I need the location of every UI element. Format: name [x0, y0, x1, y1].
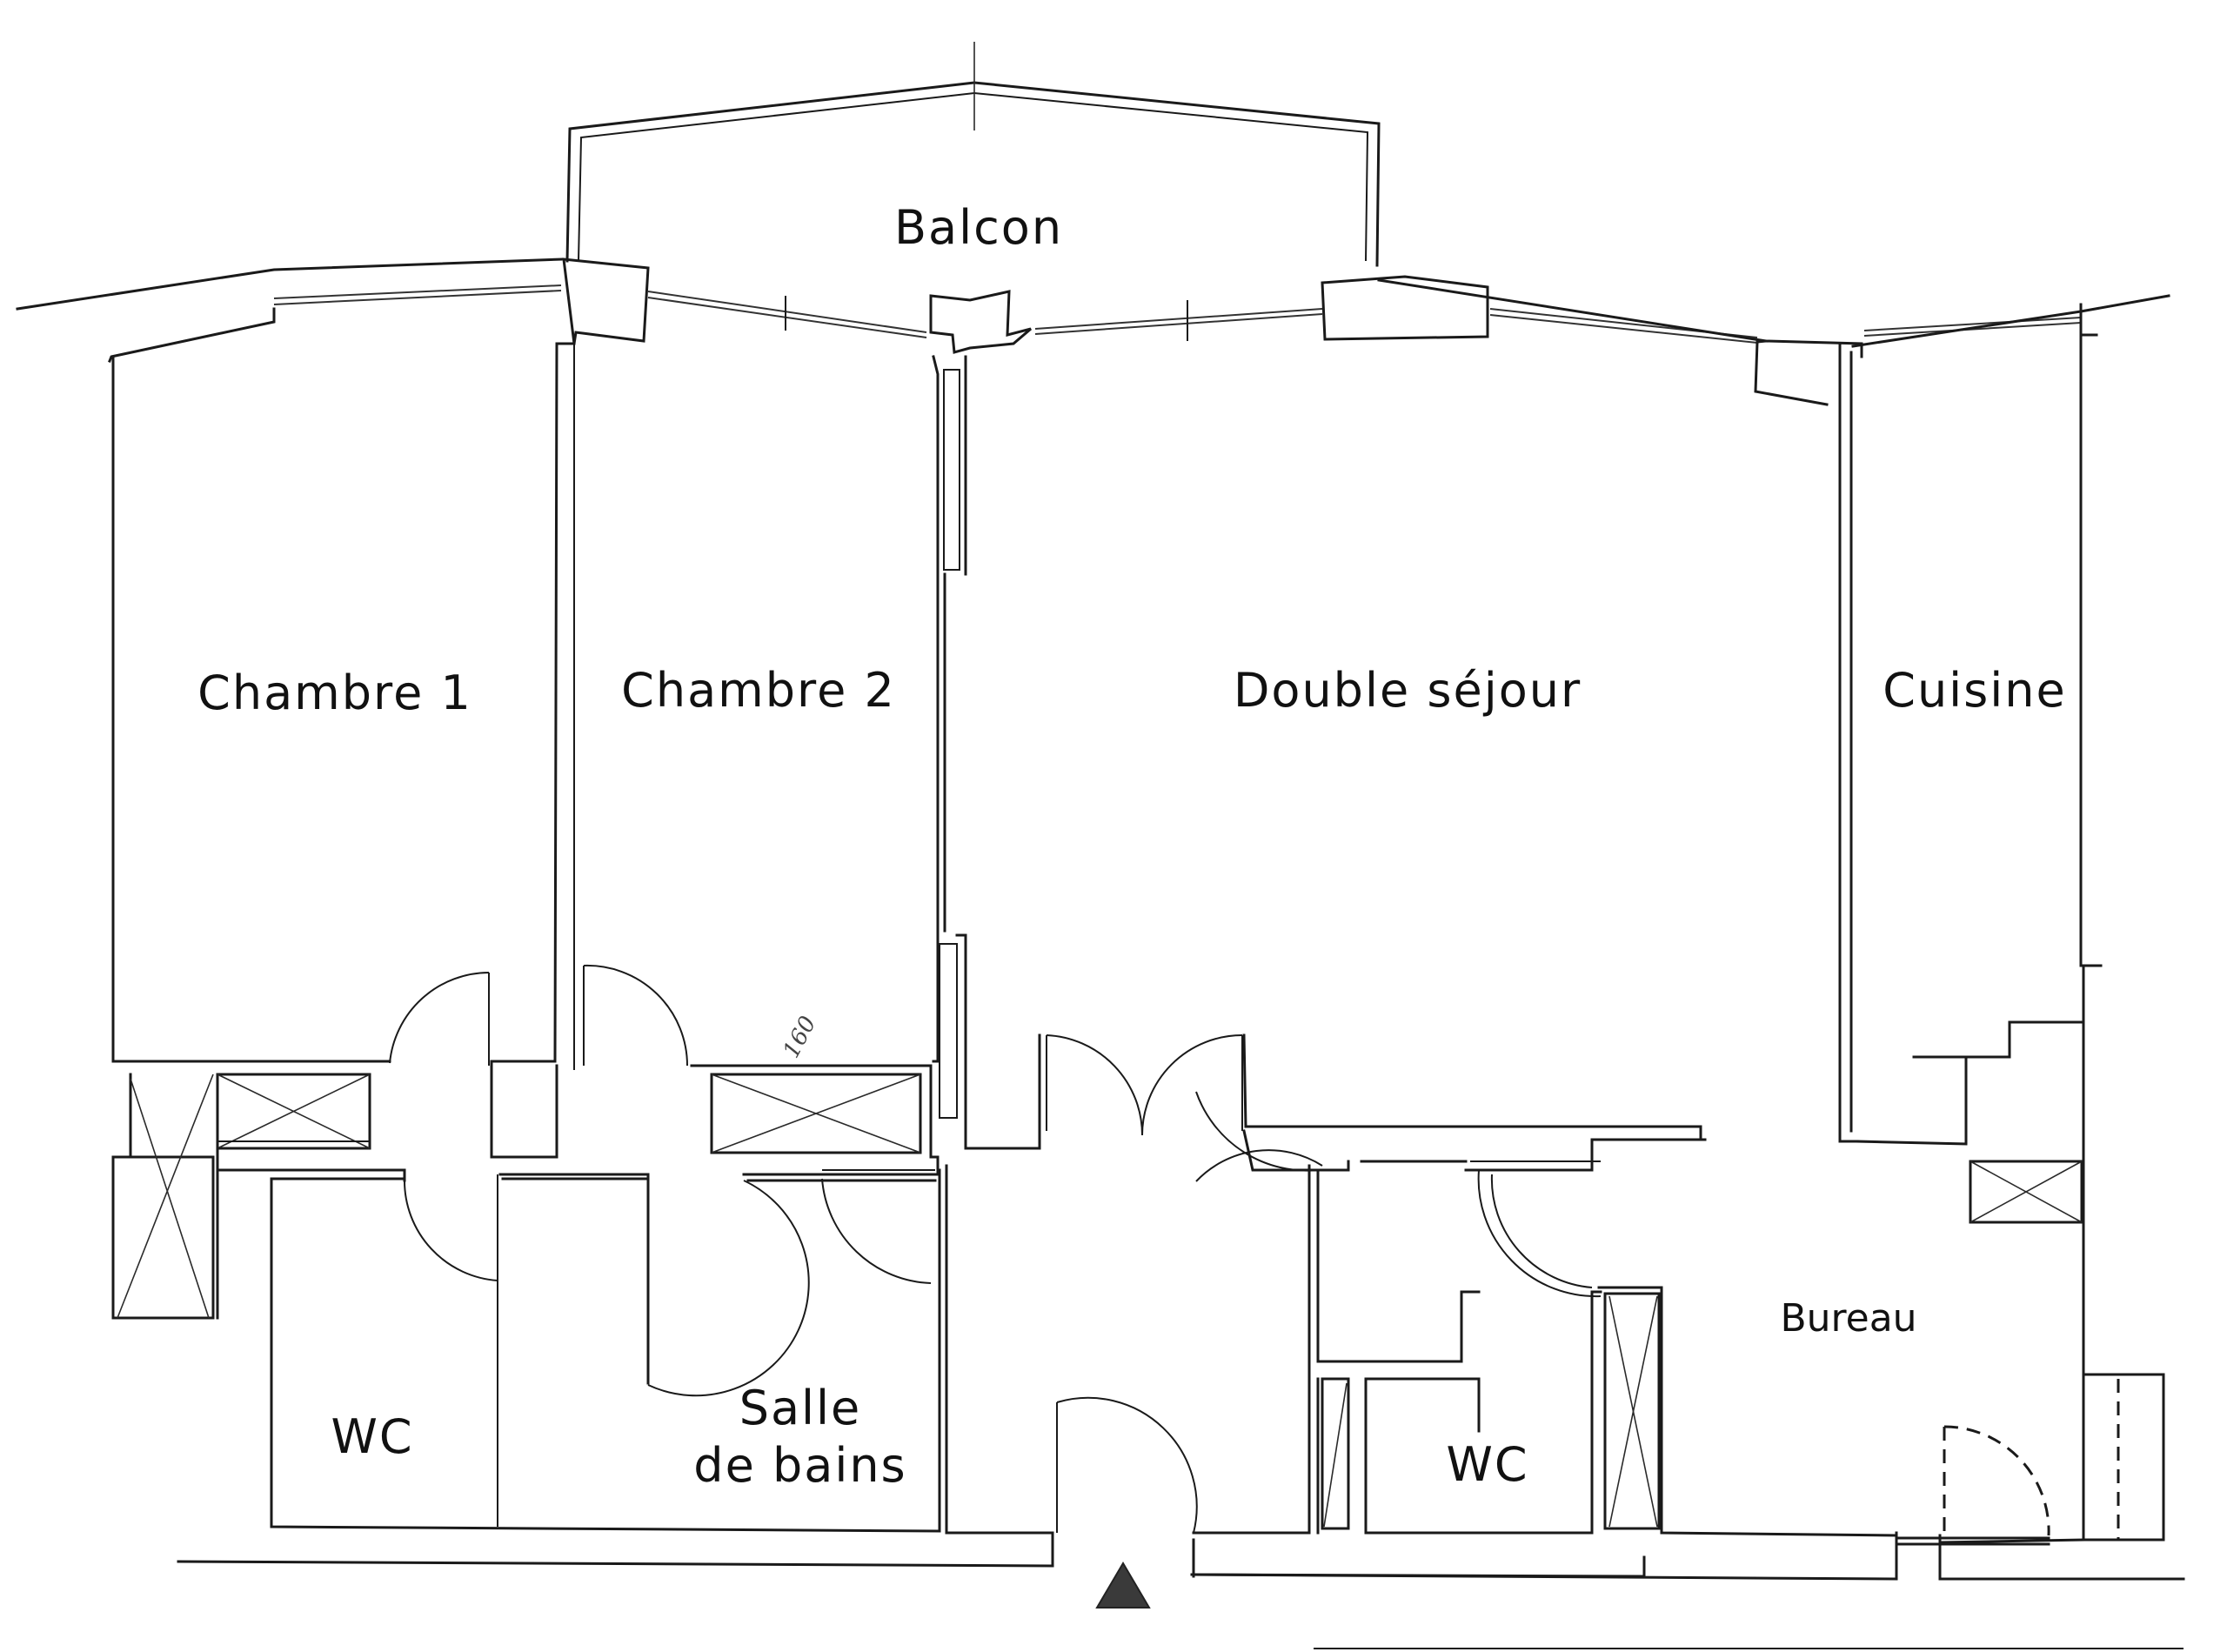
room-label-salle-de-bains-line2: de bains: [693, 1438, 906, 1493]
wc-sdb-walls: [177, 1164, 1054, 1568]
sejour-cuisine-walls: [1242, 333, 2103, 1376]
closet-left-tall: [111, 1073, 215, 1320]
handwritten-annotation: 160: [779, 1012, 822, 1062]
closet-chambre1: [216, 1073, 371, 1320]
entrance-triangle-icon: [1095, 1562, 1151, 1609]
room-label-wc-2: WC: [1446, 1437, 1528, 1492]
room-label-double-sejour: Double séjour: [1234, 663, 1582, 718]
chambre-1-walls: [111, 342, 576, 1159]
room-label-bureau: Bureau: [1780, 1296, 1916, 1341]
closet-cuisine: [1969, 1160, 2083, 1224]
room-label-salle-de-bains-line1: Salle: [739, 1381, 862, 1435]
room-label-wc-1: WC: [331, 1409, 413, 1464]
room-label-cuisine: Cuisine: [1883, 663, 2067, 718]
closet-chambre2: [710, 1073, 922, 1154]
room-label-chambre-2: Chambre 2: [621, 663, 896, 718]
right-lower-walls: [1190, 1164, 2185, 1581]
closet-wc2: [1321, 1377, 1350, 1530]
facade-wall: [16, 257, 2170, 406]
room-label-chambre-1: Chambre 1: [197, 665, 472, 720]
partition-walls: [690, 355, 1041, 1176]
balcony-outline: [565, 42, 1381, 267]
closet-bureau: [1603, 1292, 1661, 1530]
door-swings: [389, 964, 2050, 1536]
room-label-balcon: Balcon: [894, 200, 1063, 255]
